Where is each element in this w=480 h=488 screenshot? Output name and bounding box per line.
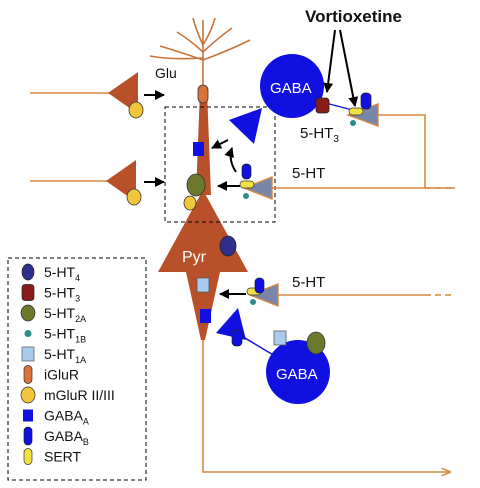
gabab-on-bottom-gaba xyxy=(231,329,243,347)
blue-square-icon xyxy=(23,409,33,422)
legend-box xyxy=(7,257,147,481)
teal-dot-icon xyxy=(24,330,32,337)
gabab-on-top-right-terminal xyxy=(360,92,372,110)
lightblue-square-icon xyxy=(21,346,35,362)
olive-oval-icon xyxy=(20,304,36,322)
ht3-receptor-on-gaba xyxy=(315,97,330,114)
legend-label: 5-HT2A xyxy=(44,305,86,324)
ht1b-on-middle-terminal xyxy=(243,193,249,199)
iglur-receptor xyxy=(197,84,209,104)
legend-label: GABAB xyxy=(44,428,89,447)
gabab-on-lower-terminal xyxy=(254,277,265,294)
gaba-bottom-label: GABA xyxy=(276,366,318,383)
legend-label: GABAA xyxy=(44,408,89,427)
blue-capsule-icon xyxy=(23,426,33,446)
pyr-label: Pyr xyxy=(182,249,207,266)
ht3-right-label: 5-HT3 xyxy=(300,125,339,145)
legend-label: 5-HT4 xyxy=(44,264,80,283)
apical-dendrite-tree xyxy=(149,17,251,90)
ht-to-gaba-arrow xyxy=(224,147,237,173)
vortioxetine-arrow-to-sert xyxy=(339,29,359,107)
sert-on-top-right-terminal xyxy=(348,107,364,116)
maroon-cylinder-icon xyxy=(21,284,35,301)
synapse-zoom-box xyxy=(164,106,276,223)
ht-lower-label: 5-HT xyxy=(292,274,325,291)
ht4-receptor xyxy=(219,235,237,257)
gabaa-receptor-hillock xyxy=(200,309,211,323)
mglur-receptor-lower xyxy=(126,188,142,206)
ht1a-receptor-gaba xyxy=(273,330,287,346)
ht-middle-label: 5-HT xyxy=(292,165,325,182)
ht2a-receptor-gaba xyxy=(306,331,326,355)
gaba-interneuron-bottom xyxy=(266,340,330,404)
ht1b-on-top-right-terminal xyxy=(350,120,356,126)
navy-oval-icon xyxy=(21,263,35,281)
gaba-inhibition-arrow xyxy=(211,139,229,149)
ht-axon-top-right xyxy=(375,114,426,188)
orange-capsule-icon xyxy=(23,365,33,384)
legend-label: iGluR xyxy=(44,367,79,383)
mglur-receptor-shaft xyxy=(183,195,197,211)
ht-terminal-top-right xyxy=(345,102,379,128)
gabaa-receptor-shaft xyxy=(193,142,204,156)
ht1a-receptor-pyr xyxy=(196,277,210,293)
gaba-top-label: GABA xyxy=(270,80,312,97)
yellow-capsule-icon xyxy=(23,448,33,465)
legend-label: SERT xyxy=(44,449,82,465)
legend-label: 5-HT1B xyxy=(44,326,86,345)
legend-label: 5-HT1A xyxy=(44,346,86,365)
ht1b-on-lower-terminal xyxy=(250,299,256,305)
gabab-on-middle-terminal xyxy=(241,163,252,180)
mglur-receptor-upper xyxy=(128,101,144,119)
gaba-top-terminal xyxy=(229,108,262,144)
legend-label: mGluR II/III xyxy=(44,387,115,403)
ht2a-receptor xyxy=(186,173,206,197)
pyramidal-axon-hillock xyxy=(186,272,220,340)
glu-label: Glu xyxy=(155,65,177,81)
vortioxetine-arrow-to-ht3 xyxy=(323,29,336,93)
gaba-interneuron-top xyxy=(260,54,324,118)
glu-input-terminal-upper xyxy=(108,72,138,114)
ht-terminal-middle xyxy=(242,175,273,201)
sert-on-middle-terminal xyxy=(239,180,255,189)
legend-label: 5-HT3 xyxy=(44,285,80,304)
vortioxetine-label: Vortioxetine xyxy=(305,7,402,26)
yellow-oval-icon xyxy=(20,386,36,404)
pyramidal-axon xyxy=(202,340,450,472)
